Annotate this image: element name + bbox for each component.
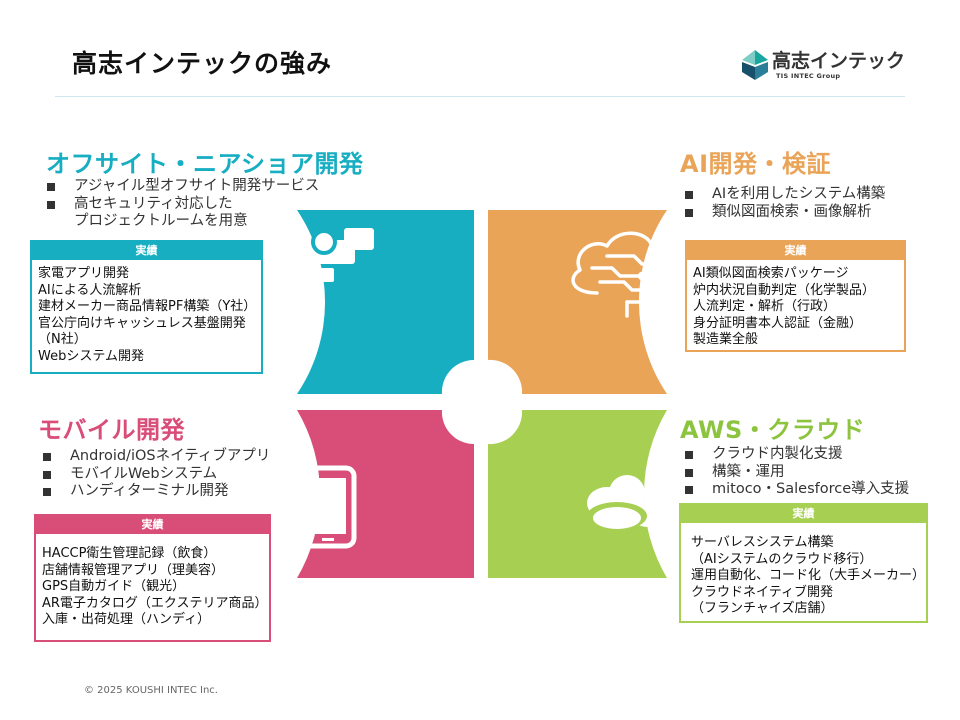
logo-subtext: TIS INTEC Group [776, 72, 841, 80]
list-item: 店舗情報管理アプリ（理美容） [42, 562, 225, 578]
ai-title: AI開発・検証 [680, 150, 832, 178]
mobile-title: モバイル開発 [38, 416, 185, 444]
aws-bullet: クラウド内製化支援 [682, 446, 909, 464]
mobile-bullet: モバイルWebシステム [40, 466, 270, 484]
ai-results-heading: 実績 [687, 242, 904, 260]
page-title: 高志インテックの強み [72, 49, 333, 78]
list-item: AR電子カタログ（エクステリア商品） [42, 595, 268, 611]
ai-bullets: AIを利用したシステム構築 類似図面検索・画像解析 [682, 186, 885, 221]
list-item: 運用自動化、コード化（大手メーカー） [691, 568, 926, 583]
offsite-results-heading: 実績 [32, 242, 261, 260]
offsite-bullet-cont: プロジェクトルームを用意 [74, 213, 248, 229]
ai-bullet: AIを利用したシステム構築 [682, 186, 885, 204]
list-item: Webシステム開発 [38, 348, 144, 364]
offsite-bullet: 高セキュリティ対応した [44, 196, 319, 214]
logo-text: 高志インテック [772, 50, 906, 72]
ai-results-box: 実績 AI類似図面検索パッケージ 炉内状況自動判定（化学製品） 人流判定・解析（… [685, 240, 906, 352]
list-item: 炉内状況自動判定（化学製品） [693, 282, 876, 298]
aws-results-list: サーバレスシステム構築 （AIシステムのクラウド移行） 運用自動化、コード化（大… [681, 523, 926, 618]
offsite-results-list: 家電アプリ開発 AIによる人流解析 建材メーカー商品情報PF構築（Y社） 官公庁… [32, 260, 261, 365]
mobile-bullet: Android/iOSネイティブアプリ [40, 448, 270, 466]
ai-results-list: AI類似図面検索パッケージ 炉内状況自動判定（化学製品） 人流判定・解析（行政）… [687, 260, 904, 349]
quadrant-graphic [284, 210, 674, 578]
puzzle-icon [284, 228, 374, 302]
aws-title: AWS・クラウド [680, 416, 866, 444]
list-item: 製造業全般 [693, 332, 759, 347]
list-item: 建材メーカー商品情報PF構築（Y社） [38, 299, 257, 314]
cloud-icon [587, 475, 663, 530]
header-divider [55, 96, 905, 97]
list-item: AIによる人流解析 [38, 282, 142, 298]
list-item: 官公庁向けキャッシュレス基盤開発 [38, 315, 246, 331]
offsite-results-box: 実績 家電アプリ開発 AIによる人流解析 建材メーカー商品情報PF構築（Y社） … [30, 240, 263, 374]
list-item: サーバレスシステム構築 [691, 535, 834, 550]
offsite-bullets: アジャイル型オフサイト開発サービス 高セキュリティ対応した プロジェクトルームを… [44, 178, 319, 231]
aws-bullets: クラウド内製化支援 構築・運用 mitoco・Salesforce導入支援 [682, 446, 909, 499]
mobile-bullet: ハンディターミナル開発 [40, 483, 270, 501]
logo-mark-icon [742, 50, 768, 80]
pink-petal [297, 410, 474, 578]
green-petal [488, 410, 667, 578]
aws-bullet: mitoco・Salesforce導入支援 [682, 481, 909, 499]
aws-bullet: 構築・運用 [682, 464, 909, 482]
list-item: クラウドネイティブ開発 [691, 584, 833, 600]
mobile-results-list: HACCP衛生管理記録（飲食） 店舗情報管理アプリ（理美容） GPS自動ガイド（… [36, 534, 269, 629]
brain-icon [571, 231, 674, 318]
list-item: HACCP衛生管理記録（飲食） [42, 546, 217, 561]
tablet-icon [299, 465, 357, 549]
aws-results-box: 実績 サーバレスシステム構築 （AIシステムのクラウド移行） 運用自動化、コード… [679, 503, 928, 623]
list-item: GPS自動ガイド（観光） [42, 579, 186, 594]
mobile-results-box: 実績 HACCP衛生管理記録（飲食） 店舗情報管理アプリ（理美容） GPS自動ガ… [34, 514, 271, 642]
list-item: 人流判定・解析（行政） [693, 299, 837, 314]
mobile-bullets: Android/iOSネイティブアプリ モバイルWebシステム ハンディターミナ… [40, 448, 270, 501]
list-item: 入庫・出荷処理（ハンディ） [42, 612, 211, 627]
ai-bullet: 類似図面検索・画像解析 [682, 204, 885, 222]
company-logo: 高志インテック TIS INTEC Group [742, 46, 912, 86]
mobile-results-heading: 実績 [36, 516, 269, 534]
copyright-text: © 2025 KOUSHI INTEC Inc. [84, 685, 218, 696]
offsite-bullet: アジャイル型オフサイト開発サービス [44, 178, 319, 196]
list-item: （AIシステムのクラウド移行） [691, 551, 873, 567]
list-item: 身分証明書本人認証（金融） [693, 315, 863, 331]
offsite-title: オフサイト・ニアショア開発 [46, 150, 364, 178]
aws-results-heading: 実績 [681, 505, 926, 523]
list-item: AI類似図面検索パッケージ [693, 266, 849, 281]
list-item: （フランチャイズ店舗） [691, 601, 834, 616]
list-item: （N社） [38, 332, 87, 347]
list-item: 家電アプリ開発 [38, 266, 130, 281]
